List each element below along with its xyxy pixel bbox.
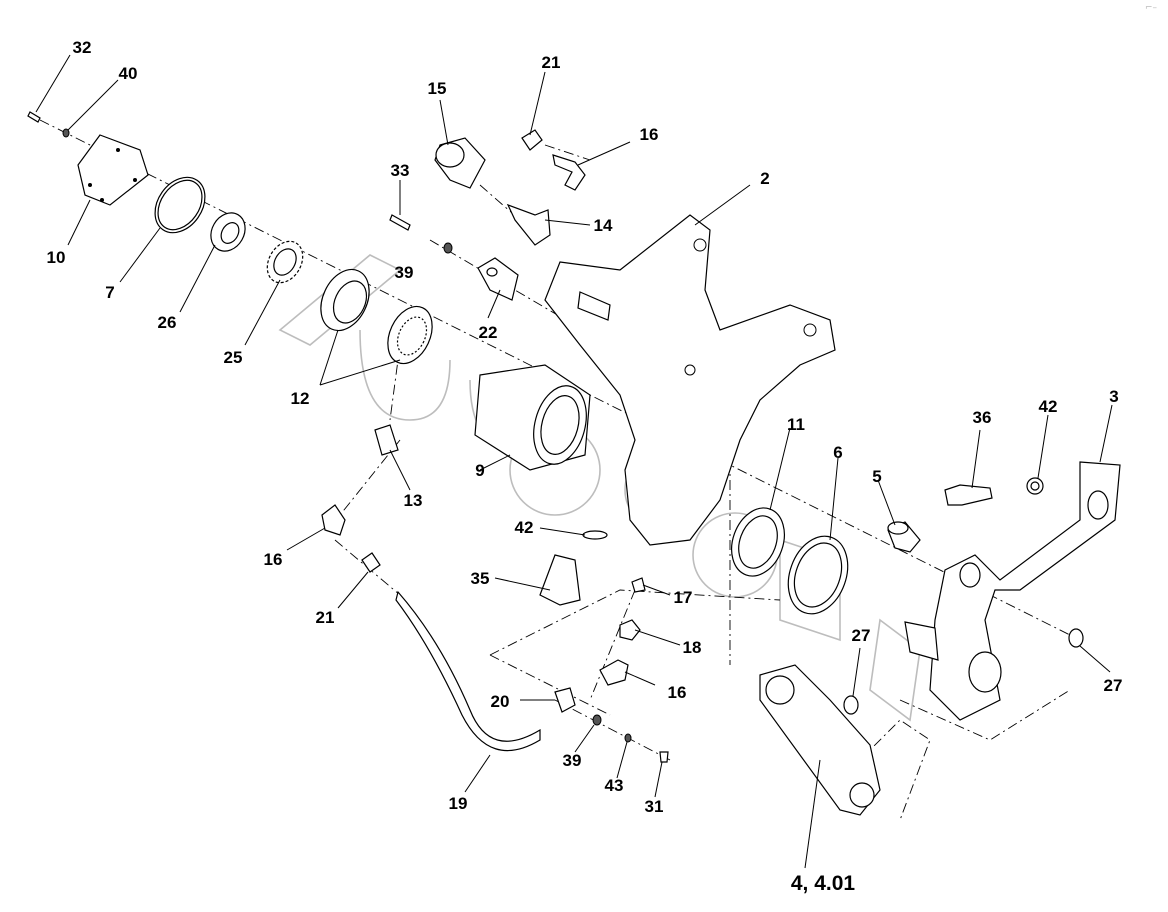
part-label-36: 36 (973, 408, 992, 427)
hose-icon (395, 590, 541, 752)
cylinder-arm-icon (759, 664, 881, 816)
part-label-10: 10 (47, 248, 66, 267)
part-label-16-left: 16 (264, 550, 283, 569)
part-label-42-right: 42 (1039, 397, 1058, 416)
part-label-2: 2 (760, 169, 769, 188)
elbow-fitting-icon (599, 659, 629, 686)
part-label-32: 32 (73, 38, 92, 57)
part-label-21-left: 21 (316, 608, 335, 627)
grease-nipple-icon (631, 577, 646, 593)
part-label-31: 31 (645, 797, 664, 816)
assembly-axis-lines (39, 119, 1081, 821)
seal-ring-icon (731, 507, 785, 577)
part-label-27-right: 27 (1104, 676, 1123, 695)
bolt-icon (659, 751, 669, 763)
leader-lines (35, 54, 1113, 869)
nut-icon (210, 212, 246, 252)
washer-icon (62, 128, 70, 138)
part-label-33: 33 (391, 161, 410, 180)
o-ring-icon (843, 695, 859, 715)
part-label-13: 13 (404, 491, 423, 510)
part-label-9: 9 (475, 461, 484, 480)
part-label-14: 14 (594, 216, 613, 235)
clamp-block-icon (477, 257, 519, 301)
part-label-18: 18 (683, 638, 702, 657)
cap-icon (434, 137, 486, 189)
elbow-fitting-icon (321, 504, 346, 536)
cover-plate-icon (77, 134, 149, 206)
part-label-39-top: 39 (395, 263, 414, 282)
bolt-icon (944, 484, 993, 506)
part-label-20: 20 (491, 692, 510, 711)
part-label-16-lower: 16 (668, 683, 687, 702)
part-label-15: 15 (428, 79, 447, 98)
lock-washer-icon (266, 240, 304, 284)
bolt-icon (27, 111, 41, 123)
o-ring-icon (1068, 628, 1084, 648)
seal-ring-icon (787, 535, 849, 615)
part-label-39-lower: 39 (563, 751, 582, 770)
o-ring-icon (582, 530, 608, 540)
washer-icon (592, 714, 602, 726)
elbow-fitting-icon (521, 129, 543, 151)
part-label-43: 43 (605, 776, 624, 795)
part-label-26: 26 (158, 313, 177, 332)
bearing-icon (320, 268, 433, 365)
lever-arm-icon (904, 461, 1121, 721)
o-ring-icon (154, 176, 206, 234)
washer-icon (624, 733, 632, 743)
washer-icon (1026, 477, 1044, 495)
part-label-35: 35 (471, 569, 490, 588)
part-label-4: 4, 4.01 (791, 872, 856, 895)
bracket-icon (544, 214, 836, 546)
part-label-19: 19 (449, 794, 468, 813)
part-label-5: 5 (872, 467, 881, 486)
part-label-16-top: 16 (640, 125, 659, 144)
part-label-7: 7 (105, 283, 114, 302)
part-label-12: 12 (291, 389, 310, 408)
nut-icon (619, 619, 641, 641)
part-label-6: 6 (833, 443, 842, 462)
part-label-21-top: 21 (542, 53, 561, 72)
elbow-fitting-icon (506, 203, 551, 246)
hose-clamp-icon (554, 687, 576, 713)
part-label-11: 11 (787, 415, 805, 434)
pin-icon (539, 554, 581, 606)
washer-icon (443, 242, 453, 254)
part-label-42-center: 42 (515, 518, 534, 537)
part-label-27-center: 27 (852, 626, 871, 645)
bushing-icon (887, 521, 921, 553)
part-label-22: 22 (479, 323, 498, 342)
corner-mark: ⌐– (1145, 3, 1158, 13)
sleeve-icon (374, 424, 399, 456)
part-label-40: 40 (119, 64, 138, 83)
hub-icon (474, 364, 591, 471)
elbow-fitting-icon (361, 552, 381, 573)
part-labels: 32 40 10 7 26 25 12 15 21 16 33 39 22 14… (47, 38, 1123, 895)
grease-nipple-icon (552, 154, 586, 191)
bolt-icon (389, 214, 411, 231)
part-label-17: 17 (674, 588, 693, 607)
part-label-3: 3 (1109, 387, 1118, 406)
part-label-25: 25 (224, 348, 243, 367)
